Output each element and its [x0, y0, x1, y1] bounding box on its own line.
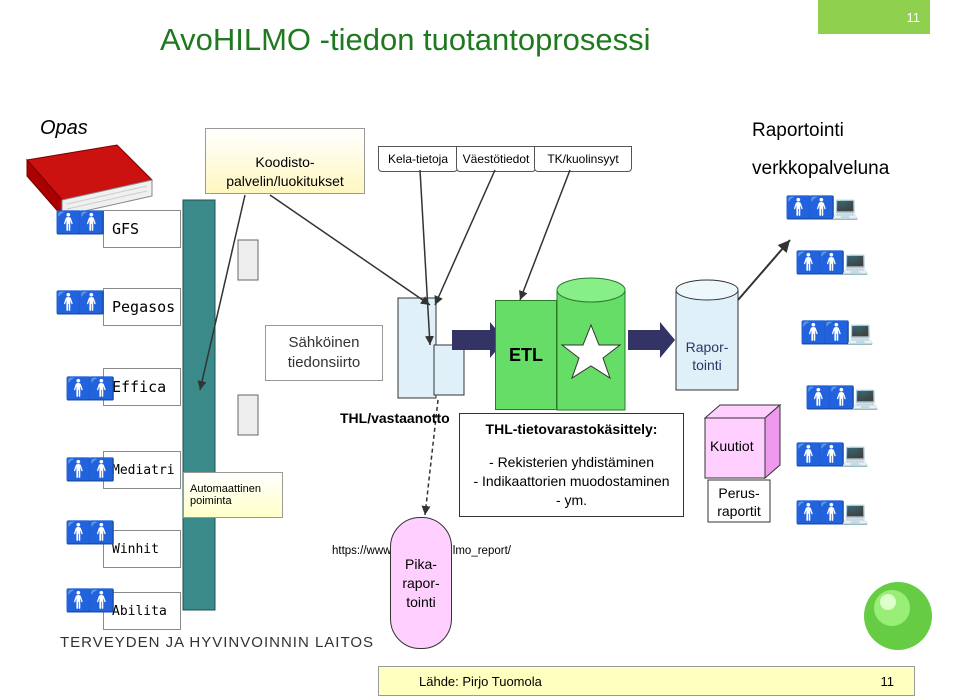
source-tab-label: Kela-tietoja	[387, 152, 449, 166]
raportointi-heading-line1: Raportointi	[752, 120, 844, 141]
source-system-label: Winhit	[112, 541, 159, 557]
slide-number-badge: 11	[818, 0, 930, 34]
footer-source: Lähde: Pirjo Tuomola	[419, 673, 542, 689]
koodisto-label: Koodisto- palvelin/luokitukset	[226, 154, 344, 189]
slide-number: 11	[906, 9, 921, 25]
tietovarasto-box: THL-tietovarastokäsittely: - Rekisterien…	[459, 413, 684, 517]
tietovarasto-heading: THL-tietovarastokäsittely:	[485, 421, 658, 437]
source-tab-tk: TK/kuolinsyyt	[534, 146, 632, 172]
source-system-label: Effica	[112, 378, 167, 396]
slide-title: AvoHILMO -tiedon tuotantoprosessi	[160, 22, 651, 57]
users-icon: 🚹🚹	[65, 520, 116, 545]
users-icon: 🚹🚹	[65, 376, 116, 401]
koodisto-box: Koodisto- palvelin/luokitukset	[205, 128, 365, 194]
book-icon	[26, 144, 153, 218]
source-system-abilita: Abilita	[103, 592, 181, 630]
thl-vastaanotto-label: THL/vastaanotto	[340, 410, 450, 426]
tietovarasto-item: - Indikaattorien muodostaminen	[473, 473, 670, 489]
raportointi-label: Rapor- tointi	[685, 339, 729, 373]
sahkoinen-tiedonsiirto-box: Sähköinen tiedonsiirto	[265, 325, 383, 381]
etl-box: ETL	[495, 300, 557, 410]
raportointi-heading: Raportointi verkkopalveluna	[752, 112, 889, 188]
source-system-mediatri: Mediatri	[103, 451, 181, 489]
users-computer-icon: 🚹🚹💻	[795, 500, 869, 525]
footer-page-number: 11	[880, 673, 895, 689]
users-icon: 🚹🚹	[65, 457, 116, 482]
source-tab-label: Väestötiedot	[462, 152, 530, 166]
footer-bar: Lähde: Pirjo Tuomola 11	[378, 666, 915, 696]
kuutiot-label: Kuutiot	[710, 438, 754, 454]
sahkoinen-tiedonsiirto-label: Sähköinen tiedonsiirto	[287, 334, 361, 371]
perusraportit-label: Perus- raportit	[717, 485, 761, 519]
source-system-label: Abilita	[112, 603, 167, 619]
thl-logo-icon	[864, 582, 932, 650]
users-icon: 🚹🚹	[55, 290, 106, 315]
source-system-label: Pegasos	[112, 298, 176, 316]
source-system-label: GFS	[112, 220, 140, 238]
tietovarasto-item: - Rekisterien yhdistäminen	[489, 454, 654, 470]
source-tab-vaesto: Väestötiedot	[456, 146, 536, 172]
source-tab-label: TK/kuolinsyyt	[547, 152, 619, 166]
users-computer-icon: 🚹🚹💻	[800, 320, 874, 345]
etl-label: ETL	[509, 344, 543, 365]
users-icon: 🚹🚹	[65, 588, 116, 613]
users-computer-icon: 🚹🚹💻	[805, 385, 879, 410]
source-system-gfs: GFS	[103, 210, 181, 248]
source-system-winhit: Winhit	[103, 530, 181, 568]
automaattinen-poiminta-box: Automaattinen poiminta	[183, 472, 283, 518]
automaattinen-poiminta-label: Automaattinen poiminta	[190, 483, 261, 507]
organization-name: TERVEYDEN JA HYVINVOINNIN LAITOS	[60, 634, 375, 651]
users-computer-icon: 🚹🚹💻	[795, 442, 869, 467]
source-system-label: Mediatri	[112, 462, 175, 478]
source-tab-kela: Kela-tietoja	[378, 146, 458, 172]
raportointi-heading-line2: verkkopalveluna	[752, 158, 890, 179]
pikaraportointi-box: Pika- rapor- tointi	[390, 517, 452, 649]
users-icon: 🚹🚹	[55, 210, 106, 235]
opas-label: Opas	[40, 117, 88, 139]
source-system-effica: Effica	[103, 368, 181, 406]
tietovarasto-item: - ym.	[555, 492, 588, 508]
users-computer-icon: 🚹🚹💻	[795, 250, 869, 275]
users-computer-icon: 🚹🚹💻	[785, 195, 859, 220]
pikaraportointi-label: Pika- rapor- tointi	[402, 555, 440, 610]
source-system-pegasos: Pegasos	[103, 288, 181, 326]
